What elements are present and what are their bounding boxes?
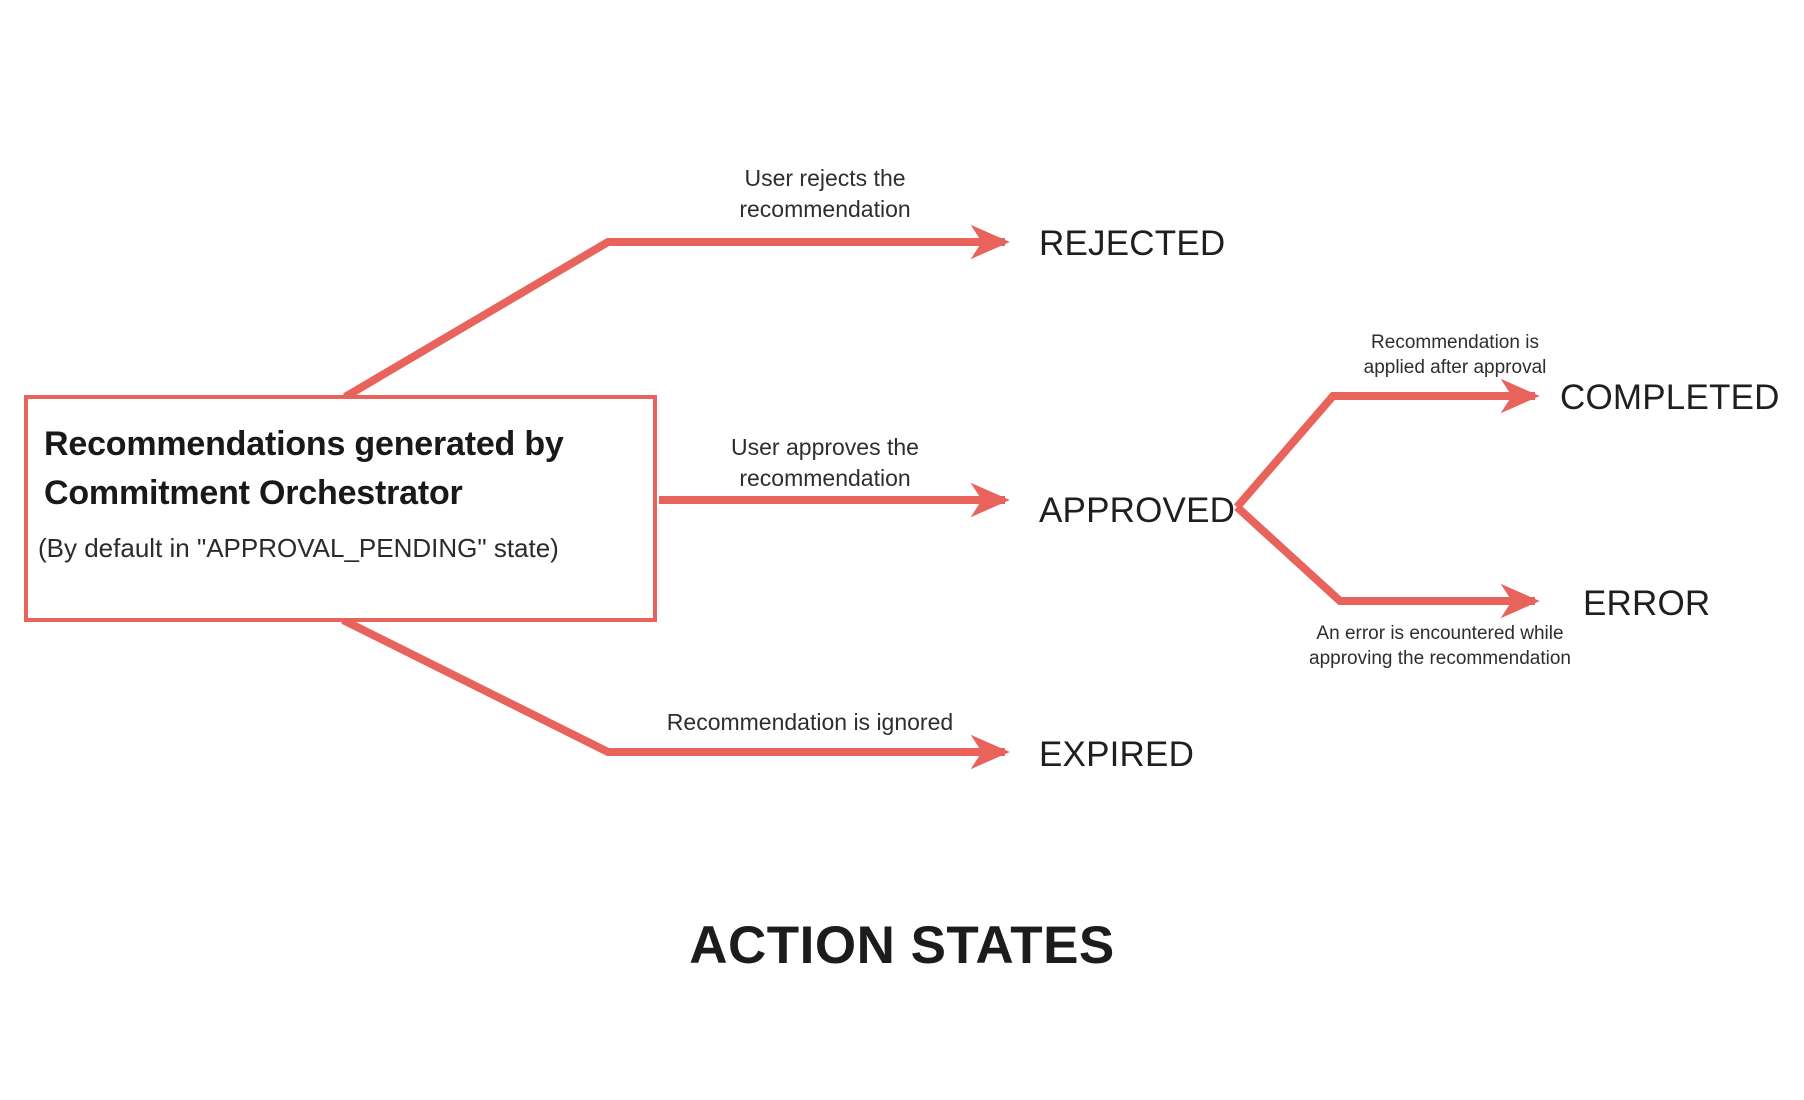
edge-label-to-expired: Recommendation is ignored <box>666 709 954 735</box>
source-node: Recommendations generated by Commitment … <box>24 395 657 622</box>
edge-label-to-rejected: User rejects the recommendation <box>739 165 911 222</box>
edge-to-expired <box>341 616 1010 770</box>
edge-label-to-completed: Recommendation is applied after approval <box>1363 332 1547 379</box>
state-node-approved: APPROVED <box>1039 491 1236 530</box>
source-node-title: Recommendations generated by Commitment … <box>44 425 564 513</box>
edge-to-completed <box>1233 378 1540 510</box>
state-node-error: ERROR <box>1583 584 1711 623</box>
source-node-subtitle: (By default in "APPROVAL_PENDING" state) <box>38 533 559 563</box>
diagram-title: ACTION STATES <box>689 916 1115 975</box>
state-node-rejected: REJECTED <box>1039 224 1226 263</box>
state-node-completed: COMPLETED <box>1560 378 1780 417</box>
edge-label-to-approved: User approves the recommendation <box>731 434 919 491</box>
edge-label-to-error: An error is encountered while approving … <box>1309 623 1571 670</box>
edge-to-rejected <box>342 224 1010 401</box>
edge-to-error <box>1234 504 1540 619</box>
state-node-expired: EXPIRED <box>1039 735 1195 774</box>
